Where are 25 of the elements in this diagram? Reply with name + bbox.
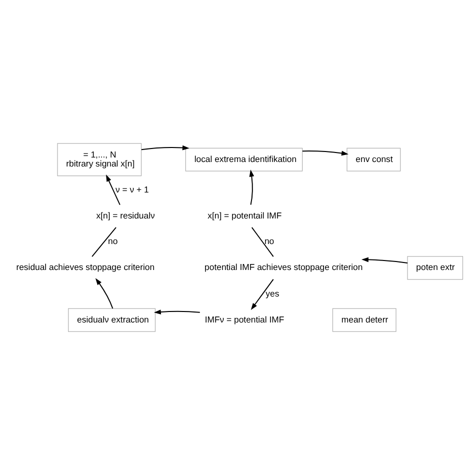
- connector: [92, 226, 116, 257]
- arrow: [154, 309, 200, 314]
- arrow: [250, 278, 274, 310]
- arrow: [140, 144, 190, 150]
- edge-label: no: [108, 236, 118, 246]
- arrow: [361, 256, 408, 263]
- node-text: potential IMF achieves stoppage criterion: [204, 262, 363, 272]
- node-box: mean deterr: [332, 308, 396, 332]
- edge-label: ν = ν + 1: [116, 184, 149, 194]
- arrow: [302, 150, 348, 156]
- arrow: [106, 174, 120, 205]
- node-box: env const: [346, 147, 401, 171]
- edge-label: yes: [266, 288, 280, 298]
- arrow: [95, 278, 114, 308]
- node-box: poten extr: [407, 256, 464, 280]
- connector: [251, 226, 274, 257]
- node-box: local extrema identifikation: [185, 147, 303, 171]
- edge-label: no: [264, 236, 274, 246]
- node-text: x[n] = residualν: [96, 210, 155, 220]
- node-box: esidualν extraction: [68, 308, 156, 332]
- arrow: [249, 169, 254, 205]
- node-text: x[n] = potentail IMF: [208, 210, 282, 220]
- node-text: IMFν = potential IMF: [204, 314, 284, 324]
- node-box: = 1,..., N rbitrary signal x[n]: [57, 142, 142, 176]
- node-text: residual achieves stoppage criterion: [16, 262, 155, 272]
